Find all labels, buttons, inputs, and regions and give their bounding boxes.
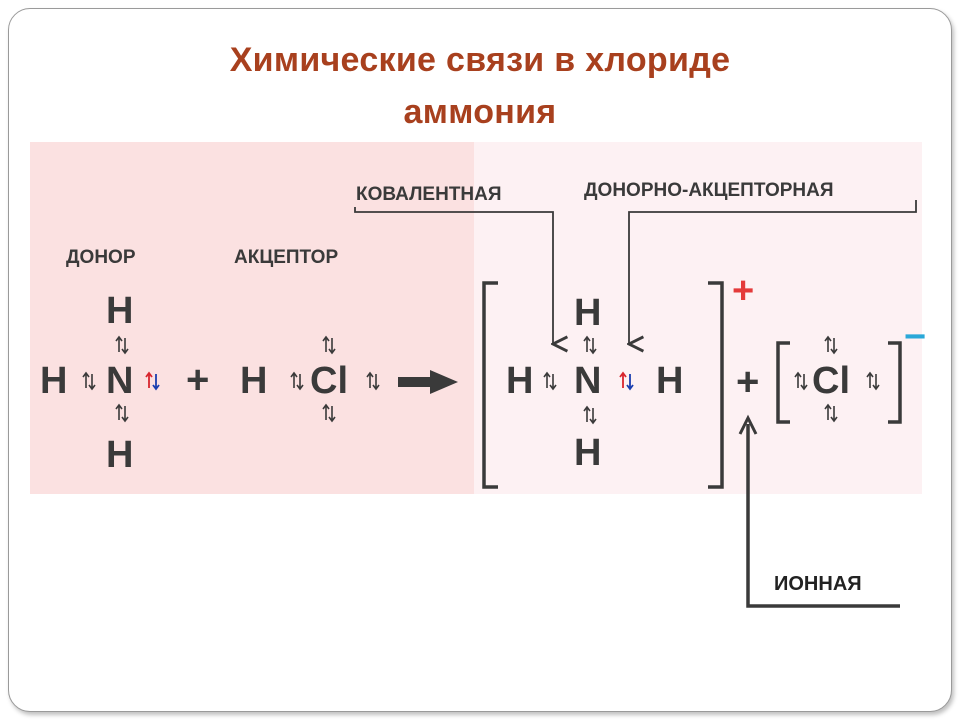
- nh4-hydrogen-bottom: H: [574, 432, 602, 474]
- hcl-hydrogen: H: [240, 360, 268, 402]
- plus-sign: +: [186, 358, 210, 402]
- donor-acceptor-label: ДОНОРНО-АКЦЕПТОРНАЯ: [584, 180, 834, 201]
- ionic-pointer: [746, 424, 900, 608]
- nh4-nitrogen: N: [574, 360, 602, 402]
- nh4-hydrogen-right: H: [656, 360, 684, 402]
- nh3-hydrogen-top: H: [106, 290, 134, 332]
- reactants-panel: [30, 142, 474, 494]
- donor-acceptor-pointer: [629, 200, 917, 344]
- title-line-2: аммония: [403, 93, 557, 131]
- anion-charge: −: [904, 316, 927, 358]
- nh4-hydrogen-top: H: [574, 292, 602, 334]
- donor-acceptor-pair: [619, 371, 634, 391]
- electron-pairs: [82, 335, 880, 425]
- reaction-arrow-head: [430, 370, 458, 394]
- nh3-hydrogen-left: H: [40, 360, 68, 402]
- ionic-label: ИОННАЯ: [774, 573, 862, 595]
- hcl-chlorine: Cl: [310, 360, 348, 402]
- anion-right-bracket: [888, 341, 902, 424]
- nh4-hydrogen-left: H: [506, 360, 534, 402]
- acceptor-label: АКЦЕПТОР: [234, 247, 339, 268]
- ionic-plus-sign: +: [736, 360, 760, 404]
- slide-title: Химические связи в хлориде аммония: [0, 34, 960, 138]
- covalent-pointer: [354, 207, 553, 344]
- cation-right-bracket: [708, 281, 724, 489]
- cation-charge: +: [732, 270, 755, 312]
- ionic-arrowhead: [738, 414, 758, 435]
- anion-chlorine: Cl: [812, 360, 850, 402]
- nh3-hydrogen-bottom: H: [106, 434, 134, 476]
- products-panel: [474, 142, 922, 494]
- nitrogen-lone-pair: [145, 371, 160, 391]
- cation-left-bracket: [482, 281, 498, 489]
- covalent-label: КОВАЛЕНТНАЯ: [356, 184, 502, 205]
- anion-left-bracket: [776, 341, 790, 424]
- nh3-nitrogen: N: [106, 360, 134, 402]
- reaction-arrow-shaft: [398, 377, 432, 387]
- title-line-1: Химические связи в хлориде: [229, 41, 731, 79]
- donor-label: ДОНОР: [66, 247, 136, 268]
